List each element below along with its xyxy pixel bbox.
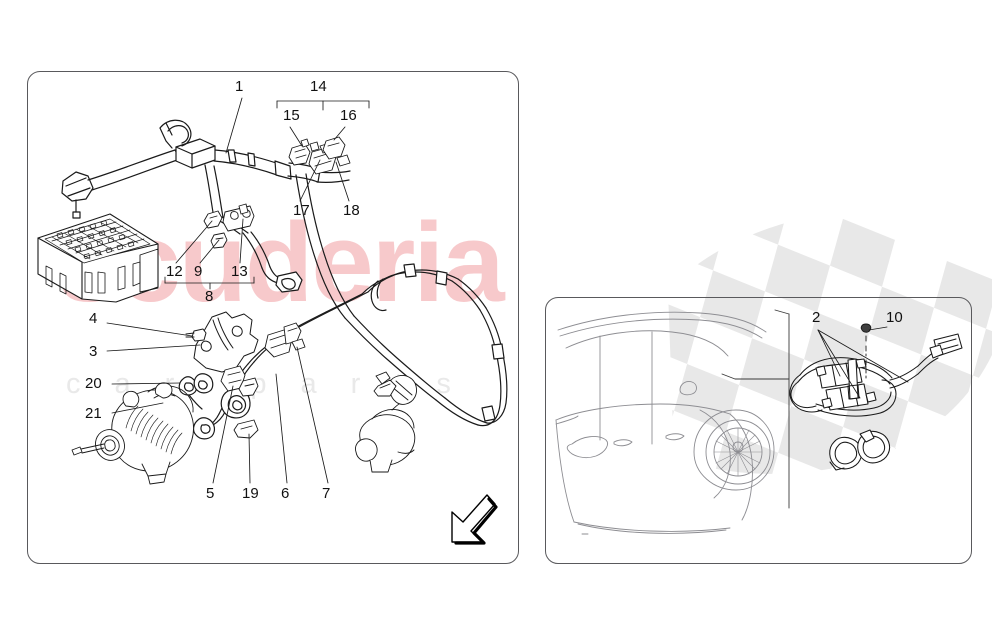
callout-17: 17 (293, 202, 310, 219)
callout-16: 16 (340, 107, 357, 124)
callout-19: 19 (242, 485, 259, 502)
callout-9: 9 (194, 263, 203, 280)
callout-14: 14 (310, 78, 327, 95)
callout-5: 5 (206, 485, 215, 502)
callout-10: 10 (886, 309, 903, 326)
callout-6: 6 (281, 485, 290, 502)
callout-13: 13 (231, 263, 248, 280)
callout-7: 7 (322, 485, 331, 502)
callout-12: 12 (166, 263, 183, 280)
callout-4: 4 (89, 310, 98, 327)
callout-15: 15 (283, 107, 300, 124)
right-panel-frame (545, 297, 972, 564)
callout-8: 8 (205, 288, 214, 305)
callout-1: 1 (235, 78, 244, 95)
left-panel-frame (27, 71, 519, 564)
callout-18: 18 (343, 202, 360, 219)
callout-21: 21 (85, 405, 102, 422)
callout-20: 20 (85, 375, 102, 392)
callout-2: 2 (812, 309, 821, 326)
callout-3: 3 (89, 343, 98, 360)
